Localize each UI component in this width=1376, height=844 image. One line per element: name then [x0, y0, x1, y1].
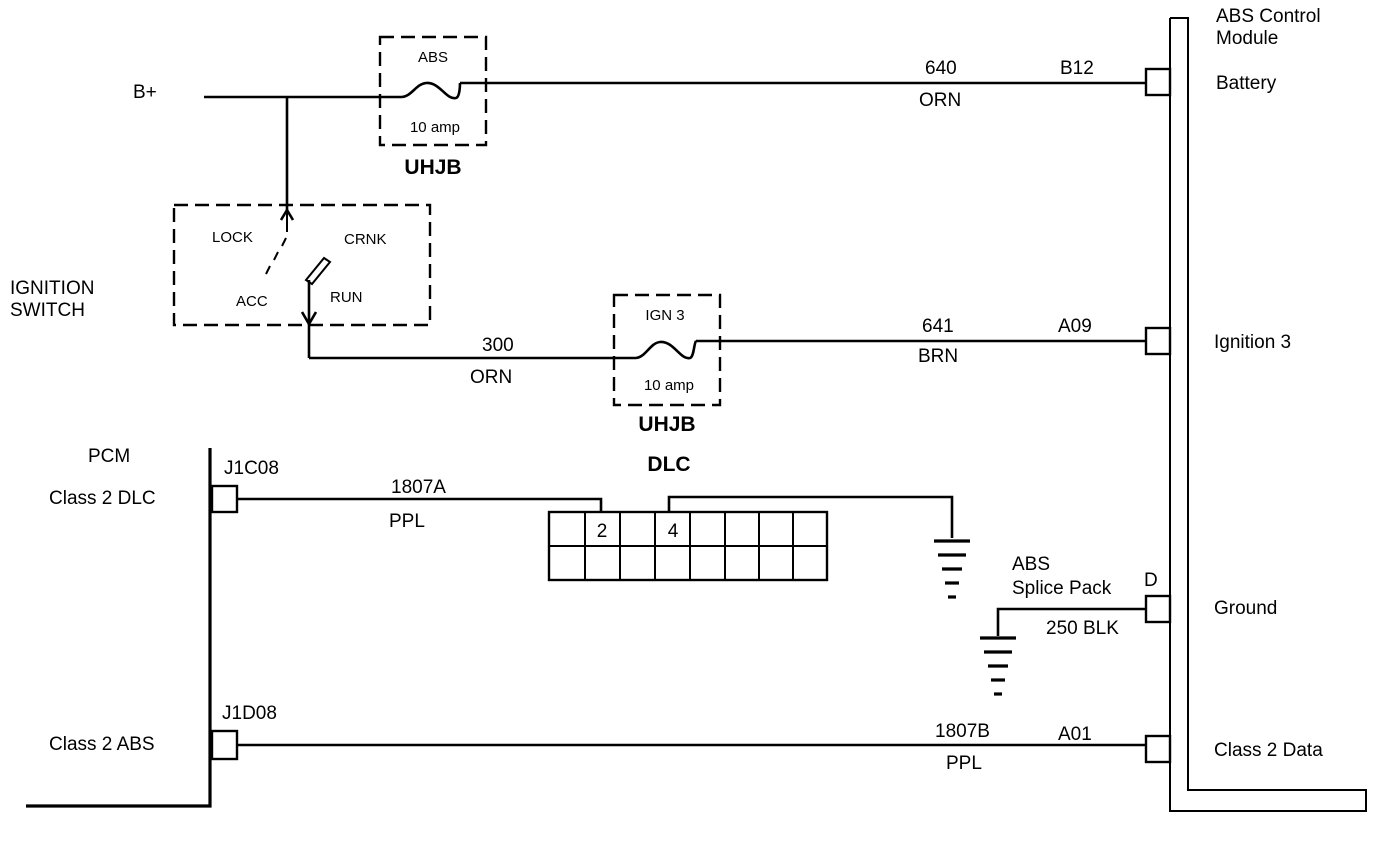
- switch-contact-arrow-down: [300, 311, 318, 327]
- abs-module-title-line2: Module: [1216, 28, 1278, 49]
- fuse-abs-name: ABS: [418, 49, 448, 66]
- terminal-d: D: [1144, 570, 1158, 591]
- wire-250-label: 250 BLK: [1046, 618, 1119, 639]
- wire-641-color: BRN: [918, 346, 958, 367]
- pcm-pin-dlc-label: Class 2 DLC: [49, 488, 156, 509]
- abs-pin-ground-label: Ground: [1214, 598, 1277, 619]
- switch-pos-crnk: CRNK: [344, 231, 387, 248]
- pcm-pin-abs: [210, 729, 239, 761]
- wire-640-color: ORN: [919, 90, 961, 111]
- terminal-b12: B12: [1060, 58, 1094, 79]
- wire-1807a-circuit: 1807A: [391, 477, 446, 498]
- splice-ground-symbol: [980, 636, 1016, 696]
- terminal-a09: A09: [1058, 316, 1092, 337]
- switch-pos-lock: LOCK: [212, 229, 253, 246]
- dlc-pin-4: 4: [668, 521, 679, 542]
- abs-module-outline: [1169, 17, 1367, 812]
- connector-j1d08: J1D08: [222, 703, 277, 724]
- switch-lever-dash-3: [265, 265, 271, 275]
- wire-1807b-circuit: 1807B: [935, 721, 990, 742]
- dlc-title: DLC: [647, 453, 690, 476]
- abs-pin-ignition: [1144, 326, 1172, 356]
- wire-1807a: [237, 497, 603, 512]
- uhjb-label-2: UHJB: [638, 413, 695, 436]
- battery-supply-label: B+: [133, 82, 157, 103]
- switch-contact-arrow-up: [279, 207, 295, 221]
- dlc-ground-symbol: [934, 539, 970, 599]
- wire-640-circuit: 640: [925, 58, 957, 79]
- uhjb-abs-fuse-box: [378, 35, 488, 147]
- wire-641-circuit: 641: [922, 316, 954, 337]
- abs-pin-ground: [1144, 594, 1172, 624]
- dlc-ground-wire: [667, 495, 954, 538]
- switch-lever-dash-1: [281, 237, 287, 247]
- splice-pack-label-line2: Splice Pack: [1012, 578, 1112, 599]
- abs-pin-data: [1144, 734, 1172, 764]
- wire-1807a-color: PPL: [389, 511, 425, 532]
- uhjb-label-1: UHJB: [404, 156, 461, 179]
- dlc-connector: [547, 510, 829, 582]
- fuse-ign3-name: IGN 3: [645, 307, 684, 324]
- ignition-switch-box: [172, 203, 432, 327]
- switch-lever-dash-2: [273, 251, 279, 261]
- fuse-ign3-rating: 10 amp: [644, 377, 694, 394]
- pcm-title: PCM: [88, 446, 130, 467]
- abs-module-title-line1: ABS Control: [1216, 6, 1321, 27]
- splice-pack-label-line1: ABS: [1012, 554, 1050, 575]
- wire-300-circuit: 300: [482, 335, 514, 356]
- ignition-switch-label-line1: IGNITION: [10, 278, 94, 299]
- pcm-outline: [26, 448, 212, 808]
- pcm-pin-abs-label: Class 2 ABS: [49, 734, 155, 755]
- abs-pin-ignition-label: Ignition 3: [1214, 332, 1291, 353]
- uhjb-ign3-fuse-box: [612, 293, 722, 407]
- abs-pin-battery: [1144, 67, 1172, 97]
- fuse-abs-element: [401, 81, 462, 100]
- abs-pin-battery-label: Battery: [1216, 73, 1277, 94]
- abs-pin-data-label: Class 2 Data: [1214, 740, 1323, 761]
- switch-pos-run: RUN: [330, 289, 363, 306]
- switch-pos-acc: ACC: [236, 293, 268, 310]
- wire-300-color: ORN: [470, 367, 512, 388]
- fuse-abs-rating: 10 amp: [410, 119, 460, 136]
- wire-1807b-color: PPL: [946, 753, 982, 774]
- terminal-a01: A01: [1058, 724, 1092, 745]
- fuse-ign3-element: [635, 340, 698, 360]
- dlc-pin-2: 2: [597, 521, 608, 542]
- connector-j1c08: J1C08: [224, 458, 279, 479]
- ignition-switch-label-line2: SWITCH: [10, 300, 85, 321]
- wire-250: [996, 607, 1146, 636]
- pcm-pin-dlc: [210, 484, 239, 514]
